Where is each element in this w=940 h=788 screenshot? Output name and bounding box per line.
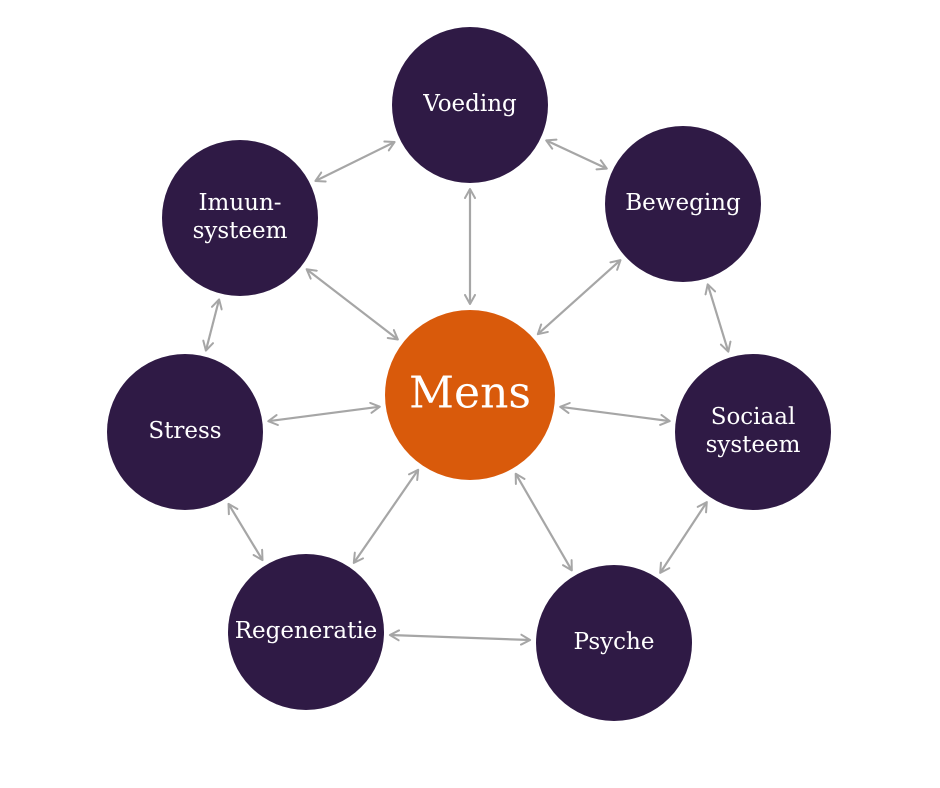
arrow-beweging-sociaal-systeem xyxy=(704,283,732,353)
node-label: systeem xyxy=(706,432,801,458)
arrow-mens-imuun-systeem xyxy=(305,268,399,341)
node-label: Psyche xyxy=(574,629,655,655)
node-label: Beweging xyxy=(625,190,741,216)
arrow-regeneratie-stress xyxy=(227,502,264,562)
node-beweging: Beweging xyxy=(605,126,761,282)
connector-group xyxy=(202,138,732,646)
arrow-mens-regeneratie xyxy=(352,468,420,564)
node-label: systeem xyxy=(193,218,288,244)
node-label: Voeding xyxy=(422,91,517,117)
arrow-psyche-regeneratie xyxy=(388,629,532,646)
node-circle xyxy=(536,565,692,721)
node-circle xyxy=(675,354,831,510)
arrow-mens-psyche xyxy=(514,472,573,572)
node-label: Stress xyxy=(148,418,221,444)
node-stress: Stress xyxy=(107,354,263,510)
arrow-mens-beweging xyxy=(536,259,622,336)
node-psyche: Psyche xyxy=(536,565,692,721)
arrow-mens-stress xyxy=(267,401,381,426)
node-circle xyxy=(107,354,263,510)
node-label: Regeneratie xyxy=(235,618,378,644)
node-circle xyxy=(392,27,548,183)
node-label: Imuun- xyxy=(198,190,281,216)
node-label: Sociaal xyxy=(711,404,796,430)
node-voeding: Voeding xyxy=(392,27,548,183)
center-node-mens: Mens xyxy=(385,310,555,480)
center-circle xyxy=(385,310,555,480)
arrow-mens-sociaal-systeem xyxy=(559,402,671,426)
node-imuun-systeem: Imuun-systeem xyxy=(162,140,318,296)
center-label: Mens xyxy=(409,368,531,419)
node-circle xyxy=(162,140,318,296)
arrow-sociaal-systeem-psyche xyxy=(659,501,708,574)
arrow-voeding-beweging xyxy=(545,138,608,171)
node-circle xyxy=(228,554,384,710)
node-regeneratie: Regeneratie xyxy=(228,554,384,710)
arrow-stress-imuun-systeem xyxy=(202,298,223,352)
outer-node-group: VoedingBewegingSociaalsysteemPsycheRegen… xyxy=(107,27,831,721)
arrow-imuun-systeem-voeding xyxy=(314,140,396,183)
node-circle xyxy=(605,126,761,282)
